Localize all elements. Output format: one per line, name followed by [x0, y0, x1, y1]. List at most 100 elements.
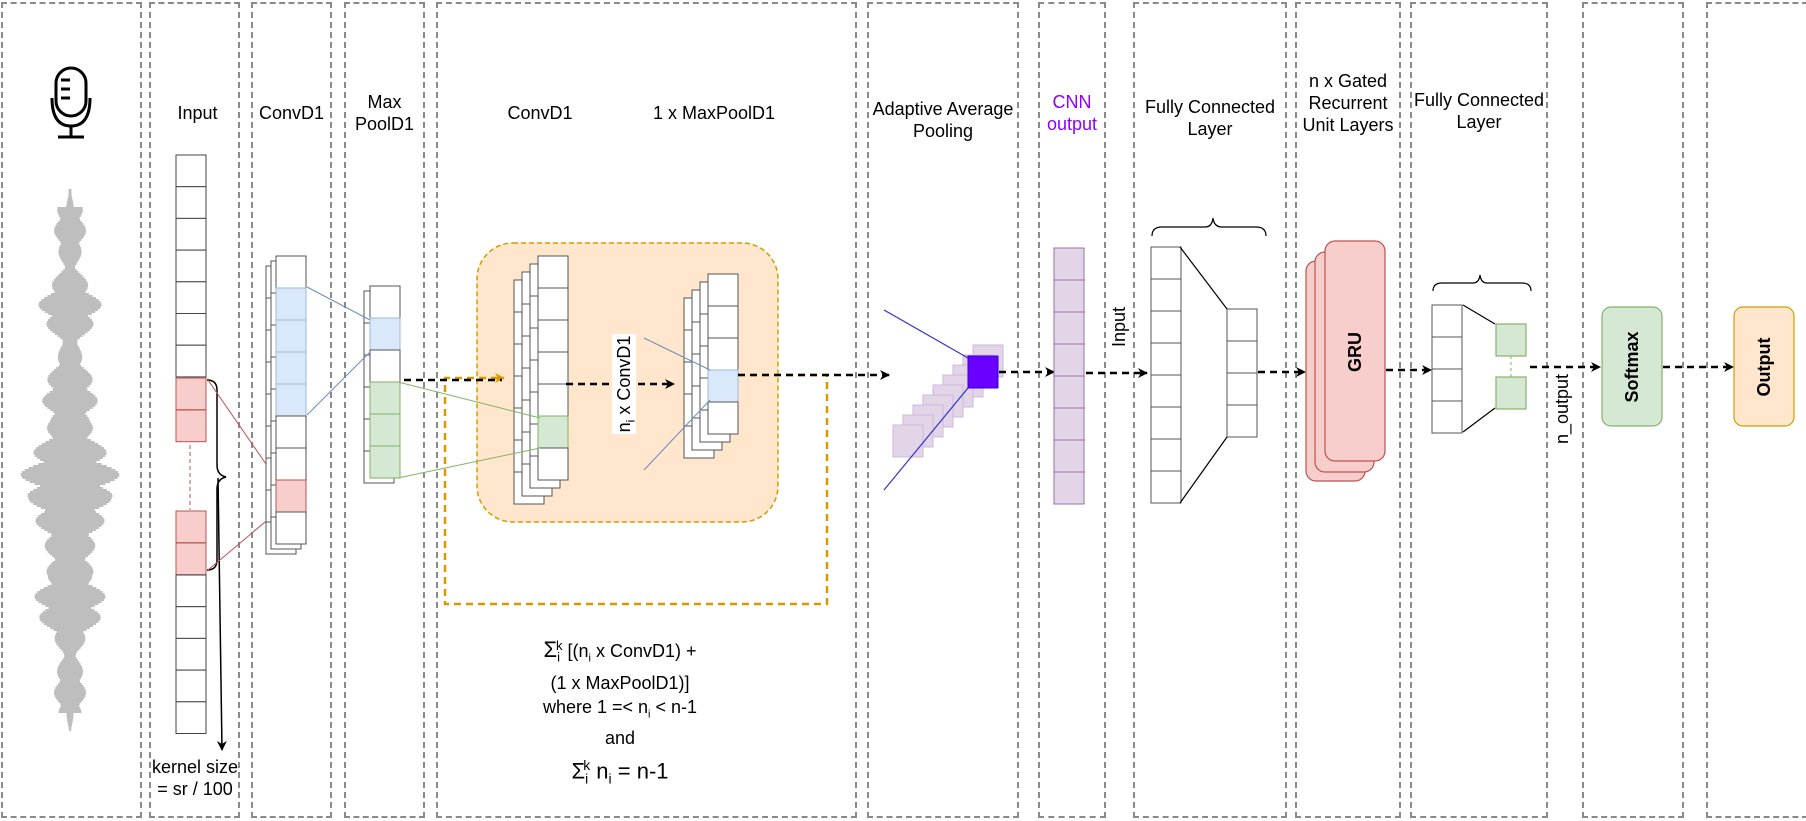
feature-cell: [707, 401, 739, 435]
adaptive-line-top: [883, 309, 969, 359]
input-cell: [175, 313, 207, 346]
pool-line-blue-bottom: [306, 351, 371, 416]
fc2-input-cell: [1431, 400, 1463, 434]
fc1-input-cell: [1150, 470, 1182, 504]
input-cell: [175, 186, 207, 219]
cnn-output-cell: [1053, 279, 1085, 313]
fc2-edge-top: [1462, 304, 1496, 325]
cnn-output-cell: [1053, 311, 1085, 345]
input-cell: [175, 217, 207, 251]
column-convd1: [251, 2, 332, 818]
feature-cell: [369, 381, 401, 415]
cnn-output-cell: [1053, 471, 1085, 505]
fc1-hidden-cell: [1226, 404, 1258, 438]
green-line-bottom: [397, 447, 541, 479]
convd1-stack: [265, 255, 307, 555]
input-vector: [175, 154, 207, 734]
green-line-top: [397, 381, 541, 419]
feature-cell: [275, 511, 307, 545]
label-fc2-line1: Fully Connected: [1413, 90, 1545, 110]
fc1-input-cell: [1150, 438, 1182, 472]
fc1-edge-top: [1179, 246, 1228, 310]
formula-line4: and: [604, 728, 636, 749]
label-maxpool-line1: Max: [367, 92, 402, 112]
fc1-input-cell: [1150, 278, 1182, 312]
formula-line5: Σik ni = n-1: [571, 757, 669, 787]
cnn-output-cell: [1053, 407, 1085, 441]
feature-cell: [275, 351, 307, 385]
input-cell: [175, 669, 207, 703]
maxpool-stack: [363, 285, 401, 484]
column-input: [149, 2, 240, 818]
cnn-output-vector: [1053, 247, 1085, 505]
inner-blue-line-top: [643, 337, 711, 371]
label-fc2: Fully Connected Layer: [1405, 89, 1553, 133]
label-output: Output: [1754, 337, 1774, 397]
feature-cell: [707, 273, 739, 307]
input-cell-kernel: [175, 377, 207, 411]
input-cell: [175, 281, 207, 314]
column-maxpool: [344, 2, 425, 818]
cnn-output-cell: [1053, 247, 1085, 281]
adaptive-line-bottom: [883, 387, 969, 491]
feature-cell: [275, 255, 307, 289]
label-adaptive-pooling: Adaptive Average Pooling: [867, 98, 1019, 142]
audio-waveform: [20, 189, 120, 731]
label-n-output: n_output: [1552, 373, 1572, 445]
feature-cell: [537, 255, 569, 289]
label-fc1-line2: Layer: [1187, 119, 1233, 139]
label-maxpool-line2: PoolD1: [354, 114, 415, 134]
feature-cell: [369, 445, 401, 479]
input-cell: [175, 574, 207, 608]
label-kernel-line1: kernel size: [151, 757, 239, 777]
fc1-input-cell: [1150, 342, 1182, 376]
feature-cell: [537, 287, 569, 321]
column-conv-block: [436, 2, 857, 818]
feature-cell: [275, 479, 307, 513]
fc2-input-cell: [1431, 368, 1463, 402]
label-cnn-line2: output: [1046, 114, 1098, 134]
feature-cell: [537, 319, 569, 353]
feature-cell: [537, 383, 569, 417]
input-cell-kernel: [175, 542, 207, 576]
fc2-input-cell: [1431, 304, 1463, 338]
column-fc2: [1410, 2, 1548, 818]
label-gru-line1: n x Gated: [1308, 71, 1388, 91]
label-gru-line2: Recurrent: [1308, 93, 1388, 113]
feature-cell: [369, 317, 401, 351]
column-softmax: [1582, 2, 1684, 818]
fc2-edge-bottom: [1462, 407, 1496, 433]
fc1-brace: [1151, 217, 1267, 237]
fc2-layer: [1431, 304, 1463, 434]
label-cnn-output: CNN output: [1038, 91, 1106, 135]
label-convd1: ConvD1: [258, 103, 325, 123]
feature-cell: [707, 369, 739, 403]
column-fc1: [1133, 2, 1287, 818]
input-cell: [175, 249, 207, 283]
label-cnn-line1: CNN: [1052, 92, 1092, 112]
label-adaptive-line1: Adaptive Average: [872, 99, 1014, 119]
label-gru-line3: Unit Layers: [1302, 115, 1394, 135]
label-convd1-block: ConvD1: [507, 103, 573, 123]
fc2-output-unit-2: [1495, 376, 1527, 410]
fc2-input-cell: [1431, 336, 1463, 370]
block-formula: Σik [(ni x ConvD1) + (1 x MaxPoolD1)] wh…: [500, 634, 740, 794]
input-cell: [175, 344, 207, 378]
label-input-vertical: Input: [1109, 306, 1129, 348]
inner-convd1-stack: [513, 255, 569, 505]
kernel-arrow: [216, 477, 227, 751]
feature-cell: [369, 285, 401, 319]
input-cell: [175, 701, 207, 734]
gru-layer-1: [1324, 240, 1386, 462]
label-kernel-line2: = sr / 100: [157, 779, 233, 799]
label-fc1: Fully Connected Layer: [1133, 96, 1287, 140]
column-adaptive-pool: [867, 2, 1019, 818]
input-cell: [175, 154, 207, 188]
pooled-feature: [967, 355, 999, 389]
label-input: Input: [177, 103, 218, 123]
fc2-output-unit-1: [1495, 323, 1527, 357]
feature-cell: [275, 415, 307, 449]
feature-cell: [537, 351, 569, 385]
adaptive-cell: [892, 424, 924, 458]
